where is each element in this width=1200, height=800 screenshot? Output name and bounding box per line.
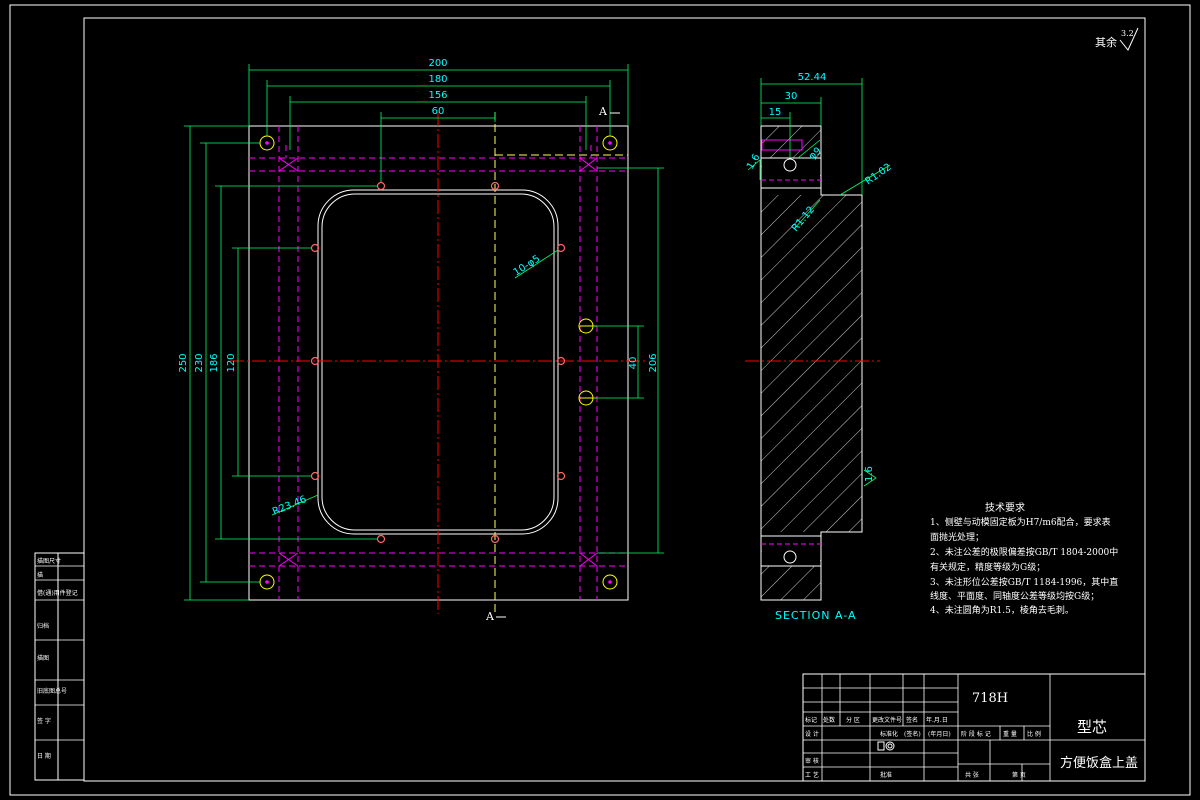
tech-line: 线度、平面度、同轴度公差等级均按G级； [930, 590, 1099, 602]
plan-view: 200 180 156 60 250 230 186 120 206 40 10… [178, 58, 664, 623]
dim-60: 60 [432, 106, 445, 117]
dim-52: 52.44 [798, 72, 827, 83]
approve-label: 批准 [880, 771, 892, 779]
section-marker-top: A [598, 105, 608, 118]
section-dimension-lines [747, 78, 891, 487]
hole [310, 243, 320, 253]
screw-detail [761, 139, 803, 151]
date-label: (年月日) [928, 730, 951, 738]
row-review: 审 核 [805, 757, 819, 765]
header-col: 年.月.日 [926, 716, 948, 724]
sheet-col: 共 张 [965, 771, 979, 779]
material: 718H [972, 691, 1008, 706]
side-slots [578, 318, 597, 406]
dim-206: 206 [648, 353, 659, 372]
roughness-symbol [1119, 27, 1139, 51]
inner-border [83, 17, 1146, 782]
tech-line: 2、未注公差的极限偏差按GB/T 1804-2000中 [930, 546, 1118, 558]
sheet-col: 第 页 [1012, 771, 1026, 779]
top-counterbore [762, 158, 820, 188]
stamp-row: 描图 [37, 654, 49, 662]
dim-40: 40 [628, 357, 639, 370]
side-stamp-table: 描图尺寸 描 借(通)用件登记 归档 描图 旧底图总号 签 字 日 期 [34, 552, 85, 781]
stage-col: 阶 段 标 记 [961, 730, 991, 738]
hole [556, 471, 566, 481]
stage-col: 重 量 [1003, 730, 1017, 738]
outer-border [9, 4, 1191, 796]
dim-corner-radius: R23.46 [271, 494, 308, 518]
row-design: 设 计 [805, 730, 819, 738]
dim-holes: 10-φ5 [512, 253, 543, 278]
header-col: 处数 [823, 716, 835, 724]
technical-requirements: 技术要求 1、侧壁与动模固定板为H7/m6配合，要求表 面抛光处理； 2、未注公… [930, 501, 1118, 616]
stamp-row: 描图尺寸 [37, 557, 61, 565]
hole [556, 356, 566, 366]
hole [310, 356, 320, 366]
hole [310, 471, 320, 481]
tech-heading: 技术要求 [985, 501, 1025, 514]
title-block: 718H 型芯 方便饭盒上盖 标记 处数 分 区 更改文件号 签名 年.月.日 … [802, 673, 1146, 782]
section-view: 52.44 30 15 φ9 R1.02 R1.12 1.6 1.6 SECTI… [745, 72, 894, 622]
std-label: 标准化 [880, 730, 898, 738]
dim-230: 230 [194, 353, 205, 372]
stage-col: 比 例 [1027, 730, 1041, 738]
hole [490, 534, 500, 544]
sign-label: (签名) [904, 730, 921, 738]
hidden-lines [249, 126, 628, 600]
tech-line: 有关规定，精度等级为G级； [930, 561, 1045, 573]
center-lines [230, 112, 645, 614]
surface-roughness-note: 其余 3.2 [1095, 27, 1139, 51]
row-process: 工 艺 [805, 771, 819, 779]
part-name: 型芯 [1077, 718, 1107, 736]
dim-120: 120 [226, 353, 237, 372]
hole [376, 534, 386, 544]
header-col: 标记 [805, 716, 817, 724]
hole [556, 243, 566, 253]
dim-186: 186 [209, 353, 220, 372]
svg-text:其余: 其余 [1095, 35, 1117, 49]
hole [376, 181, 386, 191]
section-hidden-lines [761, 179, 821, 545]
plan-dimension-lines [184, 64, 664, 601]
dim-15: 15 [769, 107, 782, 118]
section-marker-bottom: A [485, 610, 495, 623]
corner-cross-marks [278, 157, 598, 567]
stamp-row: 借(通)用件登记 [37, 589, 78, 597]
tech-line: 4、未注圆角为R1.5，棱角去毛刺。 [930, 604, 1074, 616]
section-hatch-body [761, 195, 862, 532]
dim-r102: R1.02 [863, 162, 893, 188]
stamp-row: 旧底图总号 [37, 687, 67, 695]
tech-line: 3、未注形位公差按GB/T 1184-1996，其中直 [930, 576, 1118, 588]
dim-156: 156 [428, 90, 447, 101]
roughness-right: 1.6 [864, 466, 875, 482]
header-col: 分 区 [846, 716, 860, 724]
dim-180: 180 [428, 74, 447, 85]
stamp-row: 描 [37, 571, 43, 579]
tech-line: 面抛光处理； [930, 531, 984, 543]
projection-symbol [877, 741, 895, 751]
dim-250: 250 [178, 353, 189, 372]
small-holes [310, 181, 566, 544]
stamp-row: 归档 [37, 622, 49, 630]
section-detail-lines [761, 157, 821, 567]
dim-200: 200 [428, 58, 447, 69]
header-col: 签名 [906, 716, 918, 724]
hole [490, 181, 500, 191]
section-label: SECTION A-A [775, 609, 857, 622]
stamp-row: 日 期 [37, 752, 51, 760]
header-col: 更改文件号 [872, 716, 902, 724]
corner-screw-centers [265, 141, 612, 584]
dim-30: 30 [785, 91, 798, 102]
stamp-row: 签 字 [37, 717, 51, 725]
drawing-title: 方便饭盒上盖 [1060, 755, 1138, 771]
tech-line: 1、侧壁与动模固定板为H7/m6配合，要求表 [930, 516, 1111, 528]
svg-text:3.2: 3.2 [1121, 29, 1134, 38]
